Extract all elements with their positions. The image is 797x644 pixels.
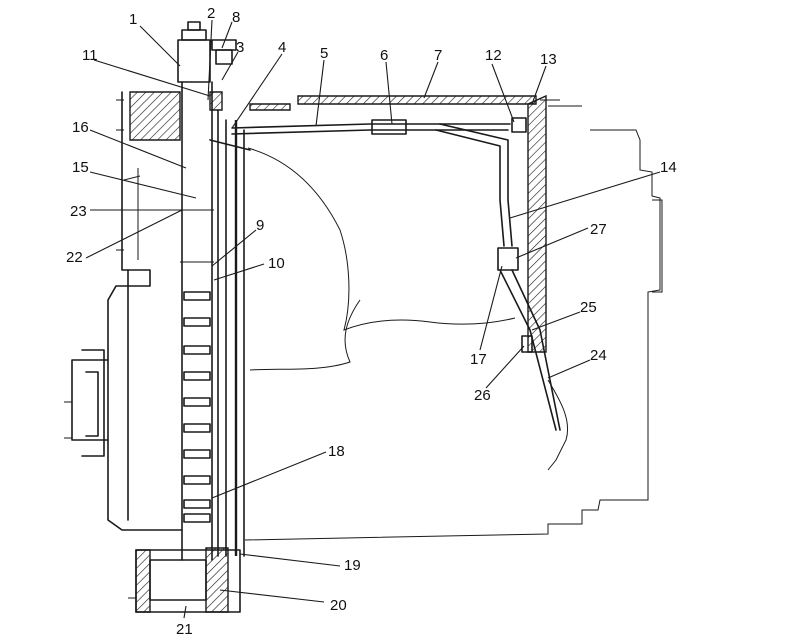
leader-lines bbox=[85, 19, 661, 619]
callout-10: 10 bbox=[268, 255, 285, 272]
callout-24: 24 bbox=[590, 347, 607, 364]
callout-11: 11 bbox=[82, 47, 98, 64]
callout-23: 23 bbox=[70, 203, 87, 220]
callout-15: 15 bbox=[72, 159, 89, 176]
callout-26: 26 bbox=[474, 387, 491, 404]
callout-7: 7 bbox=[434, 47, 442, 64]
bolt-row bbox=[183, 291, 211, 523]
callout-labels: 1 2 3 4 5 6 7 8 9 10 11 12 13 14 15 16 1… bbox=[66, 5, 677, 638]
callout-4: 4 bbox=[278, 39, 286, 56]
fan-housing bbox=[64, 91, 183, 531]
callout-13: 13 bbox=[540, 51, 557, 68]
callout-16: 16 bbox=[72, 119, 89, 136]
callout-22: 22 bbox=[66, 249, 83, 266]
radiator-core bbox=[140, 81, 251, 561]
shroud bbox=[249, 94, 560, 353]
bottom-tank bbox=[128, 547, 241, 613]
callout-8: 8 bbox=[232, 9, 240, 26]
callout-14: 14 bbox=[660, 159, 677, 176]
callout-12: 12 bbox=[485, 47, 502, 64]
callout-27: 27 bbox=[590, 221, 607, 238]
callout-9: 9 bbox=[256, 217, 264, 234]
callout-21: 21 bbox=[176, 621, 193, 638]
callout-1: 1 bbox=[129, 11, 137, 28]
callout-5: 5 bbox=[320, 45, 328, 62]
callout-18: 18 bbox=[328, 443, 345, 460]
callout-2: 2 bbox=[207, 5, 215, 22]
callout-25: 25 bbox=[580, 299, 597, 316]
callout-19: 19 bbox=[344, 557, 361, 574]
callout-20: 20 bbox=[330, 597, 347, 614]
vent-pipe bbox=[231, 117, 561, 431]
callout-3: 3 bbox=[236, 39, 244, 56]
filler-neck bbox=[129, 21, 237, 141]
engine-block-outline bbox=[244, 105, 663, 541]
callout-17: 17 bbox=[470, 351, 487, 368]
callout-6: 6 bbox=[380, 47, 388, 64]
